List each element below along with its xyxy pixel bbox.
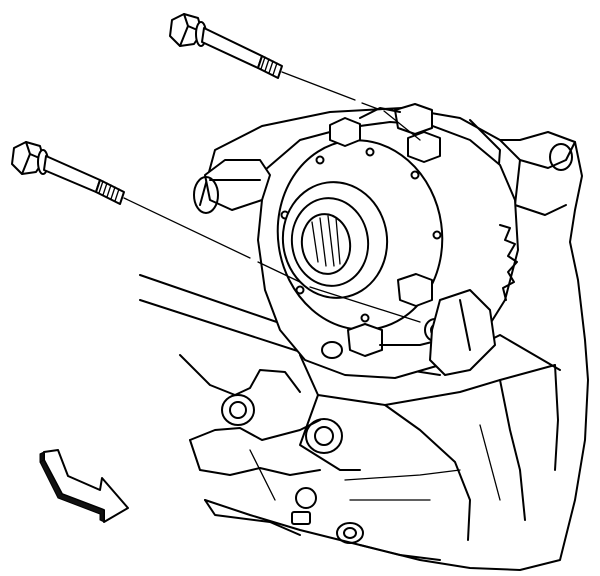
mounting-bolt-lower-icon <box>11 141 421 323</box>
hub-assembly-icon <box>193 103 519 379</box>
mounting-bolt-upper-icon <box>169 13 421 141</box>
direction-arrow-icon <box>39 449 129 523</box>
